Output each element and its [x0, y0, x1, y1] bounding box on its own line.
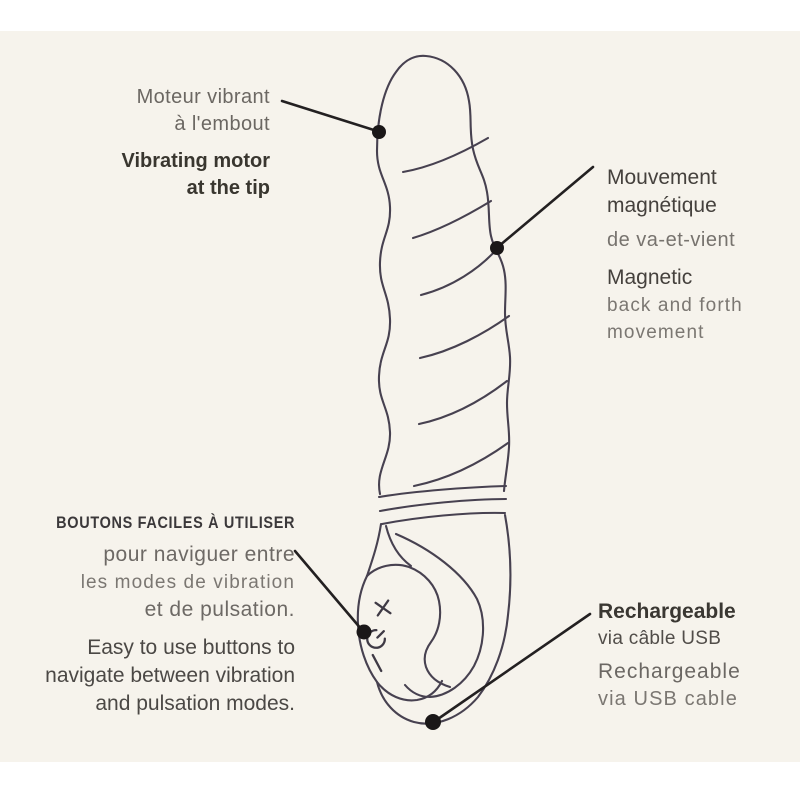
- callout-magnetic: Mouvement magnétique de va-et-vient Magn…: [607, 164, 743, 346]
- callout-charge: Rechargeable via câble USB Rechargeable …: [598, 598, 741, 713]
- magnetic-fr-line1: Mouvement: [607, 166, 717, 189]
- callout-dot-motor: [372, 125, 386, 139]
- callout-dot-charge: [425, 714, 441, 730]
- plus-button-icon: [374, 599, 392, 617]
- callout-line-charge: [433, 612, 592, 723]
- handle-hook-curve: [394, 532, 485, 699]
- top-white-band: [0, 0, 800, 31]
- ridge-line: [419, 247, 499, 297]
- ridge-line: [411, 199, 493, 240]
- collar-line: [377, 484, 508, 499]
- charge-fr-line2: via câble USB: [598, 628, 722, 649]
- magnetic-en-line3: movement: [607, 322, 705, 343]
- collar-line: [380, 511, 507, 526]
- handle-neck-inner: [384, 524, 413, 568]
- buttons-title: BOUTONS FACILES À UTILISER: [56, 513, 295, 532]
- buttons-fr-line2: les modes de vibration: [80, 572, 295, 593]
- charge-fr-line1: Rechargeable: [598, 600, 736, 623]
- collar-line: [378, 497, 508, 513]
- callout-line-magnetic: [497, 165, 595, 248]
- buttons-fr-line3: et de pulsation.: [144, 598, 295, 621]
- callout-motor: Moteur vibrant à l'embout Vibrating moto…: [121, 84, 270, 202]
- minus-button-icon: [371, 653, 383, 673]
- motor-en-line1: Vibrating motor: [121, 150, 270, 172]
- magnetic-en-line2: back and forth: [607, 295, 743, 316]
- bottom-white-band: [0, 762, 800, 800]
- buttons-en-line3: and pulsation modes.: [95, 692, 295, 715]
- motor-en-line2: at the tip: [186, 177, 270, 199]
- handle-neck-left: [365, 522, 383, 578]
- handle-outer-outline: [375, 513, 512, 725]
- ridge-line: [417, 379, 509, 426]
- magnetic-en-line1: Magnetic: [607, 266, 693, 289]
- callout-buttons: BOUTONS FACILES À UTILISER pour naviguer…: [14, 511, 295, 718]
- bean-outline-left: [356, 574, 444, 702]
- bean-outline: [365, 563, 452, 689]
- shaft-outline: [375, 54, 512, 496]
- motor-fr-line1: Moteur vibrant: [136, 86, 270, 108]
- callout-dot-magnetic: [490, 241, 504, 255]
- callout-line-buttons: [293, 549, 364, 632]
- charge-en-line2: via USB cable: [598, 688, 738, 710]
- charge-en-line1: Rechargeable: [598, 660, 741, 683]
- magnetic-fr-line2: magnétique: [607, 194, 717, 217]
- ridge-line: [418, 314, 511, 360]
- magnetic-fr-line3: de va-et-vient: [607, 229, 736, 251]
- motor-fr-line2: à l'embout: [174, 113, 270, 135]
- buttons-fr-line1: pour naviguer entre: [103, 543, 295, 566]
- callout-line-motor: [280, 99, 379, 133]
- buttons-en-line1: Easy to use buttons to: [87, 636, 295, 659]
- ridge-line: [412, 441, 510, 488]
- buttons-en-line2: navigate between vibration: [45, 664, 295, 687]
- callout-dot-buttons: [356, 624, 372, 640]
- ridge-line: [401, 136, 490, 174]
